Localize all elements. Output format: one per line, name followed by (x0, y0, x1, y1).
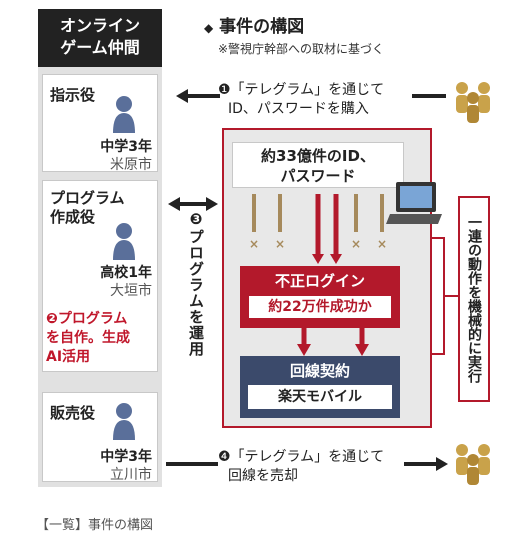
instructor-grade: 中学3年 (100, 139, 152, 155)
instructor-role: 指示役 (50, 86, 96, 104)
seller-role: 販売役 (50, 404, 96, 422)
ai-note: ❷プログラム を自作。生成 AI活用 (46, 310, 130, 367)
programmer-box (42, 180, 158, 372)
step3-text: ❸プログラムを運用 (187, 210, 205, 357)
group-people-icon (456, 444, 490, 485)
step4-text: ❹「テレグラム」を通じて 回線を売却 (218, 448, 384, 486)
group-header-line2: ゲーム仲間 (60, 38, 140, 57)
step4-line2: 回線を売却 (228, 468, 298, 484)
arrow-right-icon (404, 457, 448, 471)
programmer-role-line2: 作成役 (50, 208, 96, 226)
arrow-both-icon (168, 197, 218, 211)
drop-icon: ◆ (204, 21, 214, 35)
seller-grade: 中学3年 (100, 449, 152, 465)
source-note: ※警視庁幹部への取材に基づく (218, 42, 385, 56)
ai-note-line3: AI活用 (46, 349, 91, 365)
svg-text:×: × (351, 237, 361, 251)
seller-box (42, 392, 158, 482)
group-people-icon (456, 82, 490, 123)
step1-line2: ID、パスワードを購入 (228, 101, 369, 117)
ids-line2: パスワード (280, 167, 356, 185)
auto-label: 一連の動作を機械的に実行 (458, 196, 490, 402)
login-label: 不正ログイン (274, 272, 365, 290)
step4-line1: ❹「テレグラム」を通じて (218, 449, 385, 465)
bracket-icon (432, 237, 460, 355)
contract-box: 回線契約 楽天モバイル (240, 356, 400, 418)
person-icon (113, 403, 135, 440)
programmer-grade: 高校1年 (100, 265, 152, 281)
laptop-icon (386, 182, 442, 224)
instructor-city: 米原市 (110, 157, 152, 173)
diagram-title: ◆ 事件の構図 (204, 12, 304, 37)
person-icon (113, 96, 135, 133)
step1-text: ❶「テレグラム」を通じて ID、パスワードを購入 (218, 81, 384, 119)
programmer-role: プログラム 作成役 (50, 189, 125, 227)
ai-note-line2: を自作。生成 (46, 330, 130, 346)
person-icon (113, 223, 135, 260)
arrow-left-icon (176, 89, 220, 103)
carrier-label: 楽天モバイル (248, 385, 392, 409)
attempt-arrows: × × × × (249, 194, 387, 264)
line-icon (412, 94, 446, 98)
group-header: オンライン ゲーム仲間 (38, 9, 162, 67)
ai-note-line1: ❷プログラム (46, 311, 128, 327)
group-header-line1: オンライン (59, 16, 140, 35)
line-icon (166, 462, 218, 466)
seller-city: 立川市 (110, 467, 152, 483)
svg-text:×: × (275, 237, 285, 251)
instructor-box (42, 74, 158, 172)
success-label: 約22万件成功か (248, 295, 392, 319)
contract-arrows (297, 328, 369, 356)
contract-label: 回線契約 (289, 362, 350, 380)
ids-line1: 約33億件のID、 (261, 147, 375, 165)
step1-line1: ❶「テレグラム」を通じて (218, 82, 385, 98)
ids-box: 約33億件のID、 パスワード (232, 142, 404, 188)
svg-text:×: × (249, 237, 259, 251)
login-box: 不正ログイン 約22万件成功か (240, 266, 400, 328)
svg-text:×: × (377, 237, 387, 251)
diagram-title-text: 事件の構図 (219, 17, 305, 37)
programmer-city: 大垣市 (110, 283, 152, 299)
caption: 【一覧】事件の構図 (36, 518, 154, 533)
programmer-role-line1: プログラム (50, 189, 125, 207)
